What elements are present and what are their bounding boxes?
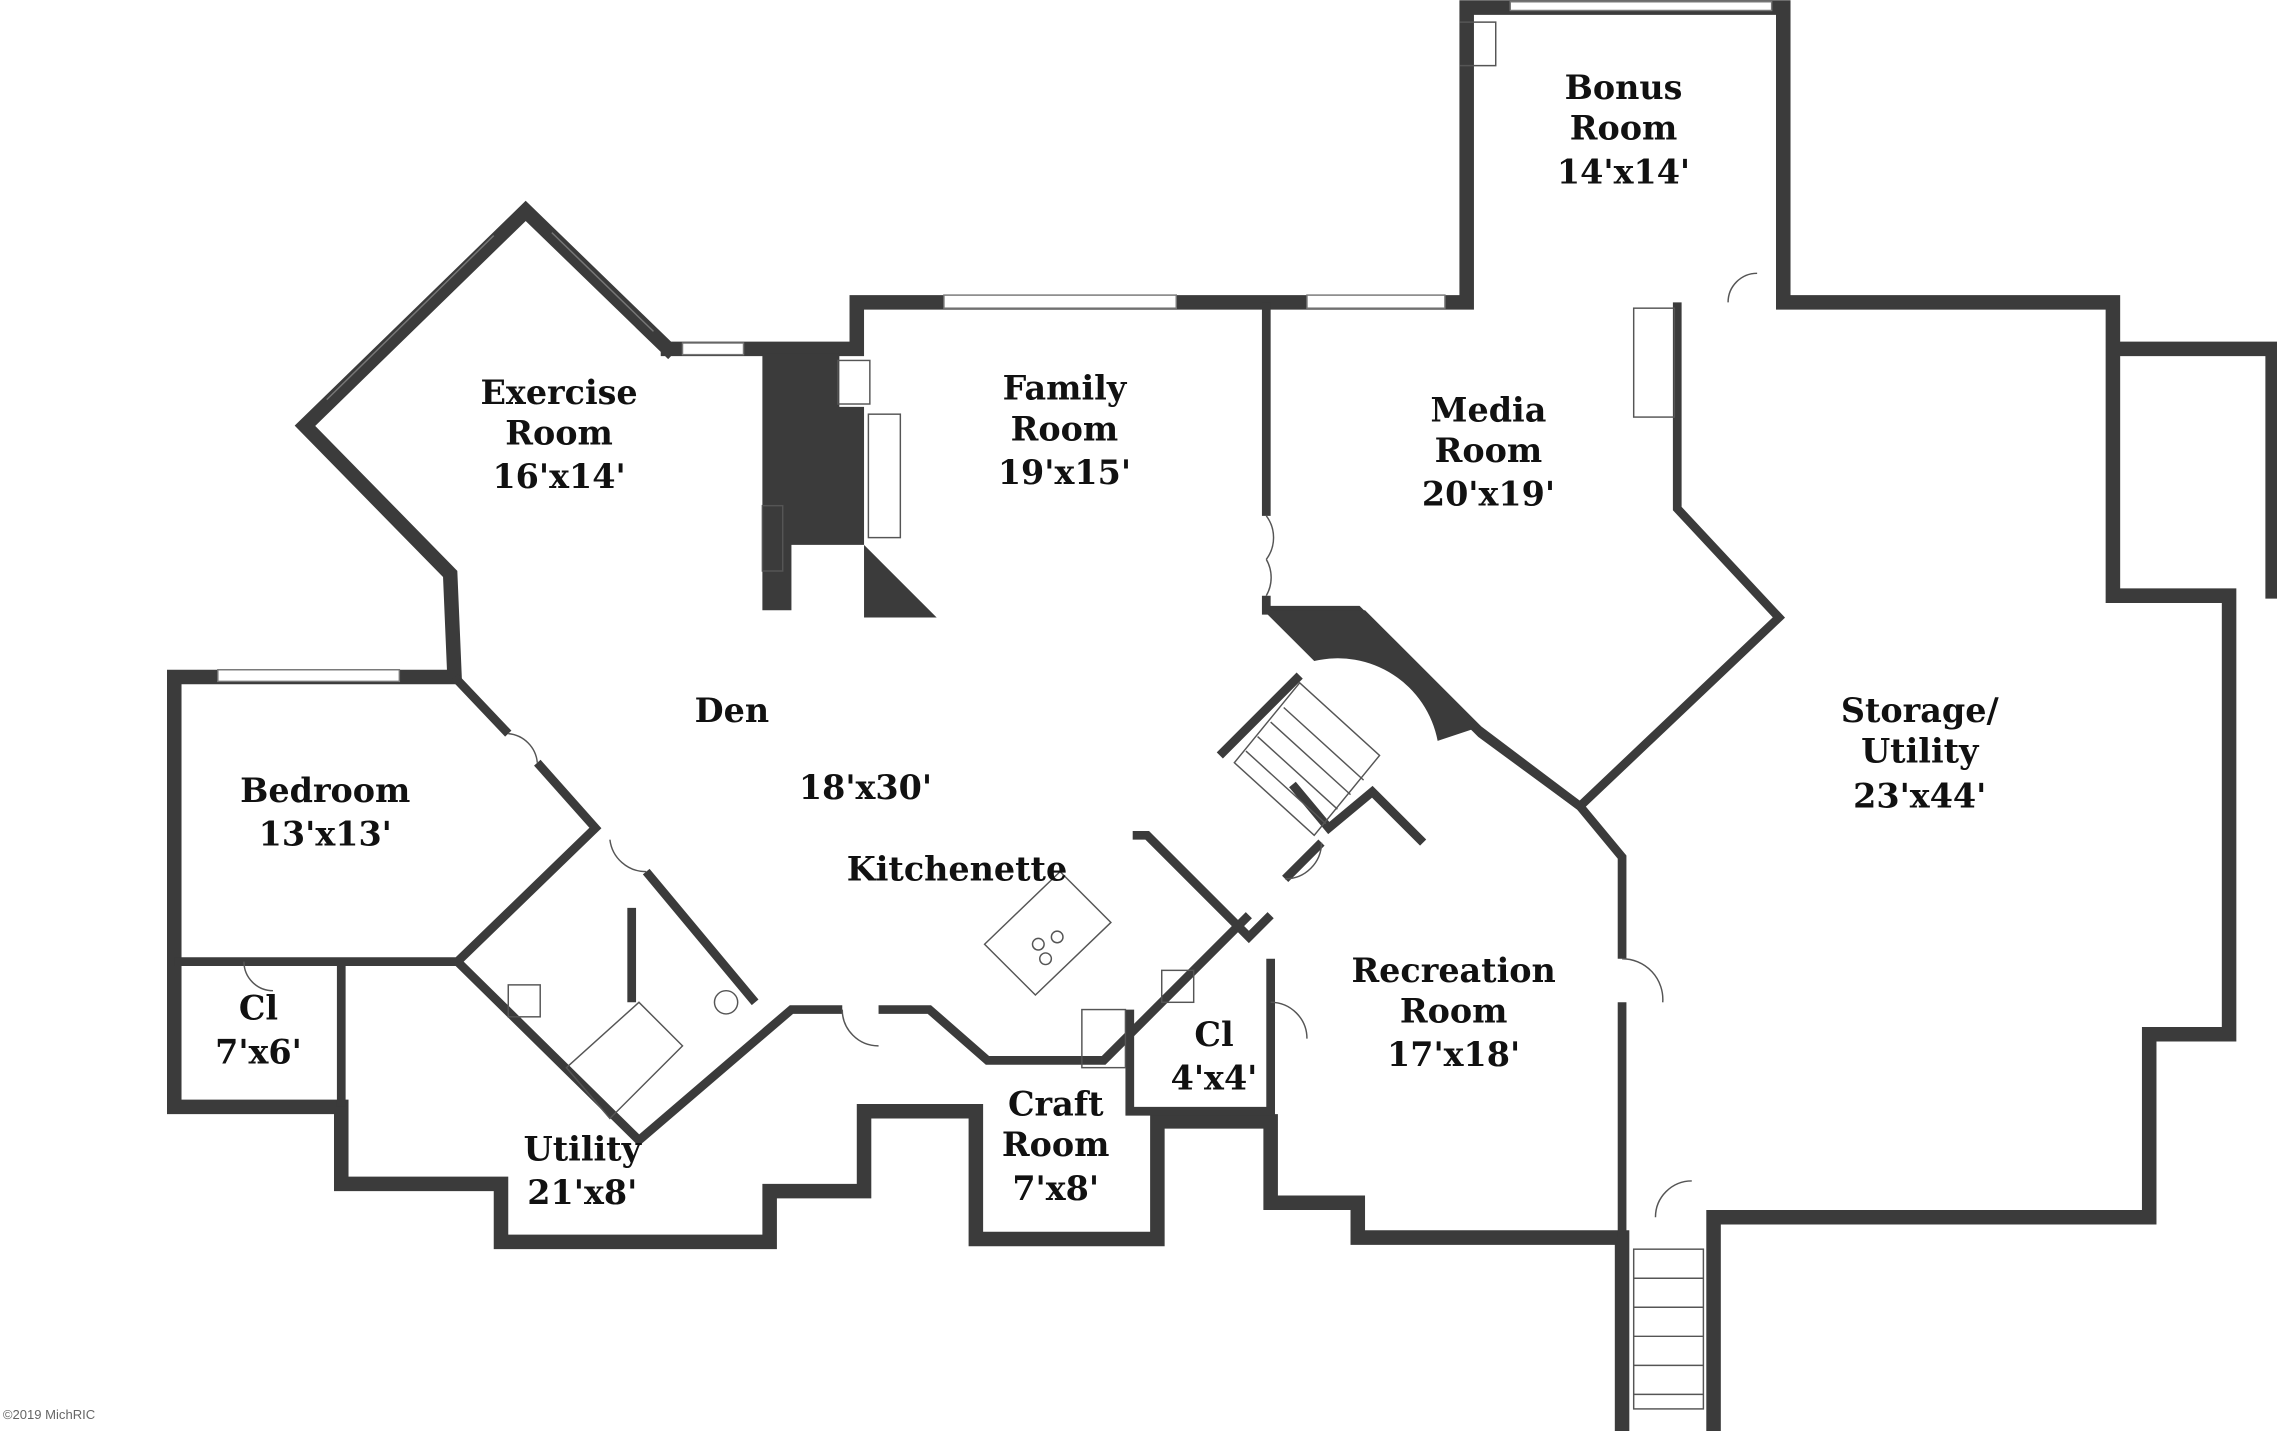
fireplace bbox=[762, 353, 865, 611]
svg-text:Bedroom: Bedroom bbox=[240, 771, 410, 810]
svg-text:Room: Room bbox=[1570, 109, 1678, 148]
fixtures bbox=[243, 21, 1758, 1218]
svg-text:23'x44': 23'x44' bbox=[1853, 777, 1986, 816]
svg-text:Room: Room bbox=[505, 414, 613, 453]
stair-wall bbox=[1263, 610, 1482, 741]
hearth bbox=[864, 544, 937, 618]
windows bbox=[217, 1, 1773, 683]
svg-text:Storage/: Storage/ bbox=[1841, 691, 2000, 730]
svg-text:Room: Room bbox=[1011, 409, 1119, 448]
svg-text:Cl: Cl bbox=[239, 989, 278, 1028]
svg-text:7'x6': 7'x6' bbox=[215, 1032, 302, 1071]
svg-text:Recreation: Recreation bbox=[1351, 951, 1555, 990]
svg-text:Bonus: Bonus bbox=[1565, 68, 1683, 107]
label-den: Den 18'x30' bbox=[695, 691, 932, 807]
kitchen-island bbox=[983, 870, 1112, 997]
label-storage-utility: Storage/Utility 23'x44' bbox=[1841, 691, 2000, 816]
svg-text:Kitchenette: Kitchenette bbox=[847, 849, 1068, 888]
svg-text:Craft: Craft bbox=[1008, 1085, 1104, 1124]
svg-text:Den: Den bbox=[695, 691, 769, 730]
svg-text:Media: Media bbox=[1431, 390, 1547, 429]
svg-text:21'x8': 21'x8' bbox=[527, 1173, 637, 1212]
svg-text:Room: Room bbox=[1400, 992, 1508, 1031]
svg-text:4'x4': 4'x4' bbox=[1171, 1058, 1258, 1097]
copyright-text: ©2019 MichRIC bbox=[3, 1407, 95, 1422]
label-utility: Utility 21'x8' bbox=[524, 1130, 643, 1213]
interior-walls bbox=[174, 302, 1786, 1238]
label-closet-bedroom: Cl 7'x6' bbox=[215, 989, 302, 1072]
svg-text:Exercise: Exercise bbox=[480, 373, 637, 412]
svg-text:Utility: Utility bbox=[1861, 732, 1980, 771]
staircase bbox=[1233, 681, 1705, 1410]
svg-text:Cl: Cl bbox=[1194, 1015, 1233, 1054]
label-kitchenette: Kitchenette bbox=[847, 849, 1068, 888]
svg-text:13'x13': 13'x13' bbox=[259, 814, 392, 853]
svg-text:Room: Room bbox=[1002, 1125, 1110, 1164]
range bbox=[1081, 1008, 1127, 1069]
sink bbox=[1161, 969, 1195, 1004]
svg-text:Room: Room bbox=[1435, 431, 1543, 470]
svg-text:17'x18': 17'x18' bbox=[1387, 1035, 1520, 1074]
label-bedroom: Bedroom 13'x13' bbox=[240, 771, 410, 854]
svg-text:18'x30': 18'x30' bbox=[799, 768, 932, 807]
svg-text:16'x14': 16'x14' bbox=[492, 457, 625, 496]
svg-text:19'x15': 19'x15' bbox=[998, 453, 1131, 492]
svg-text:20'x19': 20'x19' bbox=[1422, 475, 1555, 514]
svg-text:Utility: Utility bbox=[524, 1130, 643, 1169]
svg-text:Family: Family bbox=[1003, 369, 1128, 408]
svg-text:14'x14': 14'x14' bbox=[1557, 152, 1690, 191]
label-closet-recreation: Cl 4'x4' bbox=[1171, 1015, 1258, 1098]
shower bbox=[565, 1001, 684, 1120]
svg-text:7'x8': 7'x8' bbox=[1012, 1169, 1099, 1208]
